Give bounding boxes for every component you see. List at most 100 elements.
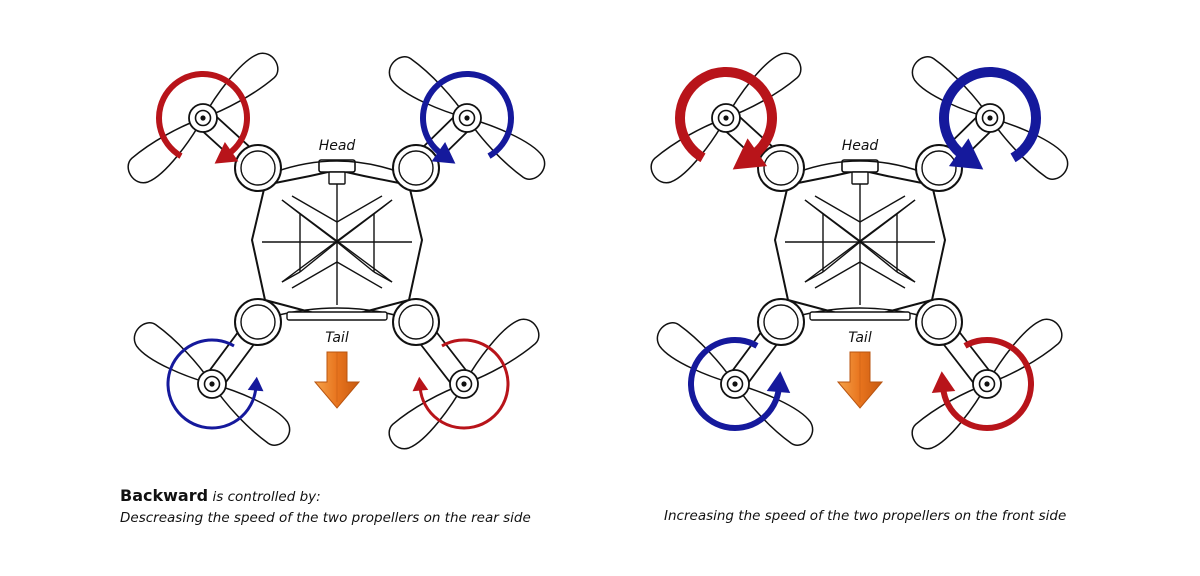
rotation-arrowhead bbox=[931, 371, 956, 394]
rotation-arrowhead bbox=[247, 376, 264, 392]
body-facet bbox=[859, 195, 906, 223]
propeller bbox=[133, 322, 291, 446]
propeller-axle bbox=[987, 115, 993, 121]
rotation-arc bbox=[940, 337, 1034, 431]
body-facet bbox=[896, 271, 916, 283]
propeller-axle bbox=[209, 381, 215, 387]
rotation-arrowhead bbox=[214, 141, 239, 164]
propeller-axle bbox=[200, 115, 206, 121]
rotation-arrowhead bbox=[412, 376, 429, 392]
propeller bbox=[388, 318, 540, 450]
rotation-arc bbox=[939, 67, 1041, 163]
body-facet bbox=[291, 195, 338, 223]
rotation-arrow-icon bbox=[931, 337, 1034, 431]
rotation-arrow-icon bbox=[420, 71, 514, 164]
arm-mount-inner bbox=[763, 150, 799, 186]
rotation-arrowhead bbox=[766, 371, 791, 394]
arm-mount-inner bbox=[763, 304, 799, 340]
body-camera-mount bbox=[851, 171, 869, 185]
rotation-arc bbox=[166, 338, 258, 430]
arm-mount-inner bbox=[240, 150, 276, 186]
body-facet bbox=[299, 213, 338, 243]
caption-title-bold: Backward bbox=[120, 486, 209, 505]
rotation-arrow-icon bbox=[156, 71, 250, 164]
rotation-arrow-icon bbox=[675, 67, 777, 170]
body-facet bbox=[814, 195, 861, 223]
propeller-axle bbox=[732, 381, 738, 387]
rotation-arc bbox=[675, 67, 777, 163]
body-facet bbox=[814, 261, 861, 289]
rotation-arrow-icon bbox=[166, 338, 264, 430]
tail-label: Tail bbox=[848, 330, 872, 346]
down-arrow-icon bbox=[313, 351, 361, 409]
rotation-arrowhead bbox=[948, 138, 984, 170]
propeller-axle bbox=[461, 381, 467, 387]
tail-label: Tail bbox=[325, 330, 349, 346]
caption-title: Backward is controlled by: bbox=[120, 486, 321, 505]
down-arrow-icon bbox=[836, 351, 884, 409]
arm-mount bbox=[234, 144, 282, 192]
head-label: Head bbox=[842, 138, 879, 154]
body-facet bbox=[336, 241, 375, 273]
body-facet bbox=[336, 213, 375, 243]
head-label: Head bbox=[319, 138, 356, 154]
drone-body bbox=[251, 159, 423, 321]
caption-right-description: Increasing the speed of the two propelle… bbox=[664, 508, 1067, 524]
propeller-axle bbox=[723, 115, 729, 121]
body-facet bbox=[822, 213, 861, 243]
propeller-blade bbox=[388, 382, 466, 450]
arm-mount-inner bbox=[240, 304, 276, 340]
rotation-arrowhead bbox=[732, 138, 768, 170]
body-facet bbox=[281, 271, 301, 283]
arm-mount bbox=[392, 144, 440, 192]
body-facet bbox=[896, 199, 916, 215]
propeller-axle bbox=[464, 115, 470, 121]
rotation-arrow-icon bbox=[939, 67, 1041, 170]
propeller bbox=[388, 56, 546, 180]
drone-body bbox=[774, 159, 946, 321]
arm-mount bbox=[915, 144, 963, 192]
arm-mount bbox=[234, 298, 282, 346]
caption-left-description: Descreasing the speed of the two propell… bbox=[120, 510, 531, 526]
arm-mount-inner bbox=[398, 150, 434, 186]
body-camera-mount bbox=[328, 171, 346, 185]
body-tail-plate bbox=[809, 311, 911, 321]
propeller-blade bbox=[462, 318, 540, 386]
body-top-edge bbox=[797, 160, 923, 173]
rotation-arrowhead bbox=[431, 141, 456, 164]
arm-mount bbox=[915, 298, 963, 346]
rotation-arrow-icon bbox=[412, 338, 510, 430]
body-top-edge bbox=[274, 160, 400, 173]
body-tail-plate bbox=[286, 311, 388, 321]
body-facet bbox=[373, 199, 393, 215]
body-facet bbox=[822, 241, 861, 273]
arm-mount-inner bbox=[921, 150, 957, 186]
body-facet bbox=[859, 241, 898, 273]
propeller-blade bbox=[133, 322, 214, 386]
arm-mount bbox=[392, 298, 440, 346]
propeller-axle bbox=[984, 381, 990, 387]
rotation-arc bbox=[420, 71, 514, 159]
body-facet bbox=[373, 271, 393, 283]
rotation-arc bbox=[418, 338, 510, 430]
caption-title-rest: is controlled by: bbox=[212, 489, 321, 505]
arm-mount bbox=[757, 144, 805, 192]
arm-mount bbox=[757, 298, 805, 346]
body-facet bbox=[336, 195, 383, 223]
body-facet bbox=[299, 241, 338, 273]
rotation-arc bbox=[688, 337, 782, 431]
rotation-arrow-icon bbox=[688, 337, 791, 431]
body-facet bbox=[291, 261, 338, 289]
body-facet bbox=[804, 199, 824, 215]
body-facet bbox=[281, 199, 301, 215]
body-facet bbox=[859, 261, 906, 289]
propeller-blade bbox=[210, 382, 291, 446]
arm-mount-inner bbox=[921, 304, 957, 340]
body-facet bbox=[336, 261, 383, 289]
arm-mount-inner bbox=[398, 304, 434, 340]
body-facet bbox=[859, 213, 898, 243]
rotation-arc bbox=[156, 71, 250, 159]
